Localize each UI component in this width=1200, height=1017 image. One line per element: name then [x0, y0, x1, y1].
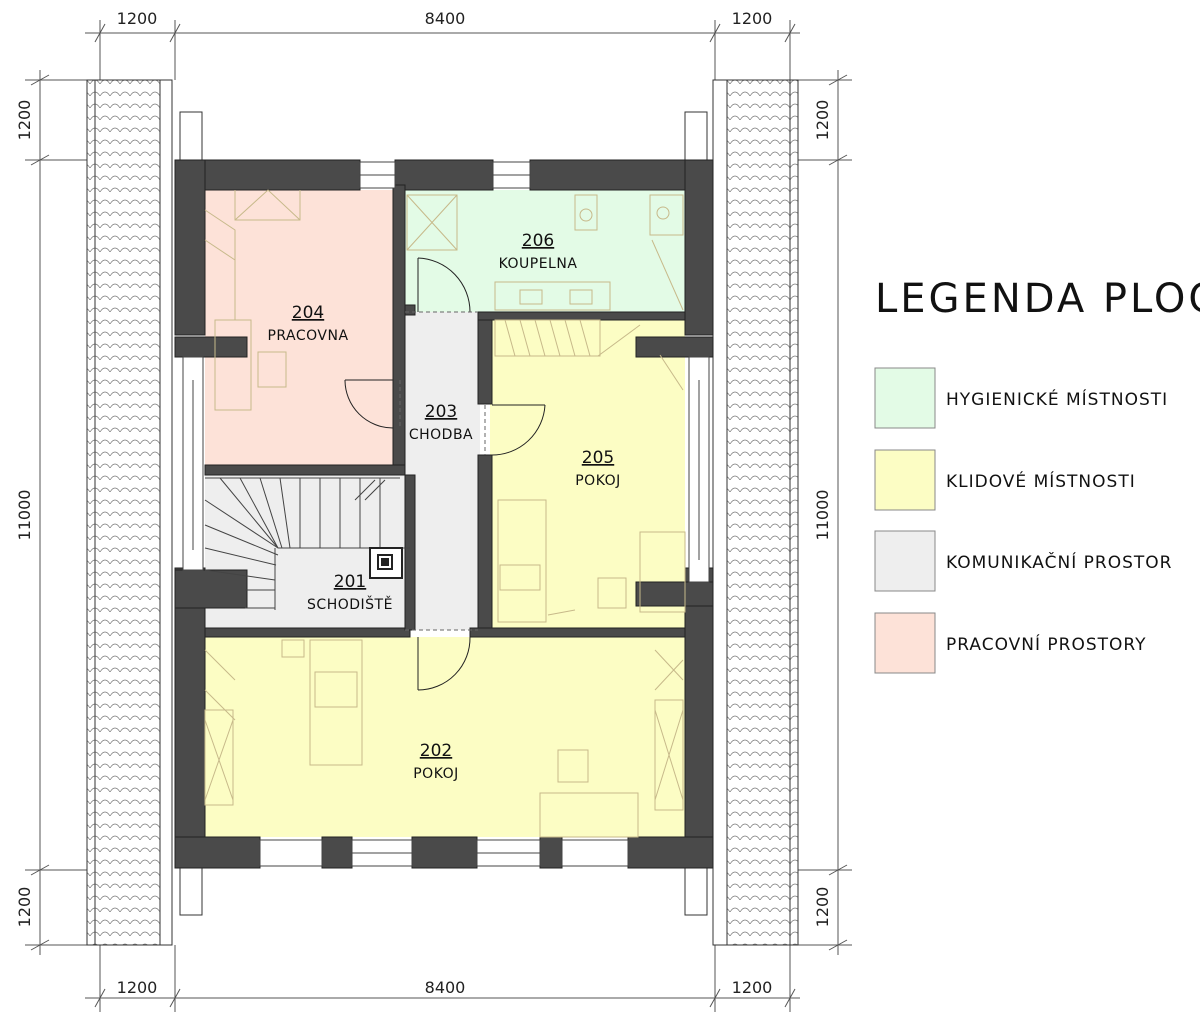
room-name-203: CHODBA: [409, 427, 473, 443]
fill-206: [405, 190, 685, 312]
legend-title: LEGENDA PLOCH: [875, 276, 1200, 322]
legend-label-hygienicke: HYGIENICKÉ MÍSTNOSTI: [946, 388, 1168, 410]
dim-top-right: 1200: [732, 9, 773, 28]
room-number-206: 206: [522, 231, 554, 251]
fill-205: [490, 320, 685, 628]
chimney: [369, 547, 403, 579]
fill-202: [205, 637, 685, 837]
roof-right: [712, 79, 799, 946]
dim-left-top: 1200: [15, 100, 34, 141]
legend-swatch-komunikacni: [874, 530, 936, 592]
legend-label-komunikacni: KOMUNIKAČNÍ PROSTOR: [946, 551, 1172, 573]
room-number-201: 201: [334, 572, 366, 592]
dim-left-bottom: 1200: [15, 887, 34, 928]
room-name-205: POKOJ: [575, 473, 621, 489]
room-name-201: SCHODIŠTĚ: [307, 595, 393, 613]
room-number-202: 202: [420, 741, 452, 761]
windows: [182, 161, 710, 867]
staircase: [204, 477, 410, 610]
room-fills: [205, 190, 685, 837]
legend-label-klidove: KLIDOVÉ MÍSTNOSTI: [946, 470, 1136, 492]
legend-swatch-pracovni: [874, 612, 936, 674]
dim-bottom-middle: 8400: [425, 978, 466, 997]
dim-right-top: 1200: [813, 100, 832, 141]
legend-swatch-hygienicke: [874, 367, 936, 429]
room-name-206: KOUPELNA: [499, 256, 578, 272]
legend-label-pracovni: PRACOVNÍ PROSTORY: [946, 633, 1147, 655]
furniture: [204, 189, 686, 838]
dim-right-middle: 11000: [813, 490, 832, 541]
dim-top-middle: 8400: [425, 9, 466, 28]
room-name-204: PRACOVNA: [267, 328, 348, 344]
fill-204: [205, 190, 393, 465]
room-labels: 204 PRACOVNA 206 KOUPELNA 203 CHODBA 205…: [267, 231, 620, 782]
room-number-203: 203: [425, 402, 457, 422]
room-name-202: POKOJ: [413, 766, 459, 782]
room-number-205: 205: [582, 448, 614, 468]
walls: [174, 159, 714, 869]
doors: [344, 257, 546, 691]
gable-posts: [179, 111, 708, 916]
legend-swatch-klidove: [874, 449, 936, 511]
room-number-204: 204: [292, 303, 324, 323]
dimension-lines: [25, 20, 852, 1012]
fill-203: [405, 312, 480, 630]
dim-right-bottom: 1200: [813, 887, 832, 928]
dim-bottom-right: 1200: [732, 978, 773, 997]
dim-left-middle: 11000: [15, 490, 34, 541]
dim-bottom-left: 1200: [117, 978, 158, 997]
dimension-labels: 1200 8400 1200 1200 8400 1200 1200 11000…: [15, 9, 832, 997]
dim-top-left: 1200: [117, 9, 158, 28]
legend: LEGENDA PLOCH HYGIENICKÉ MÍSTNOSTI KLIDO…: [874, 276, 1200, 674]
roof-left: [86, 79, 173, 946]
